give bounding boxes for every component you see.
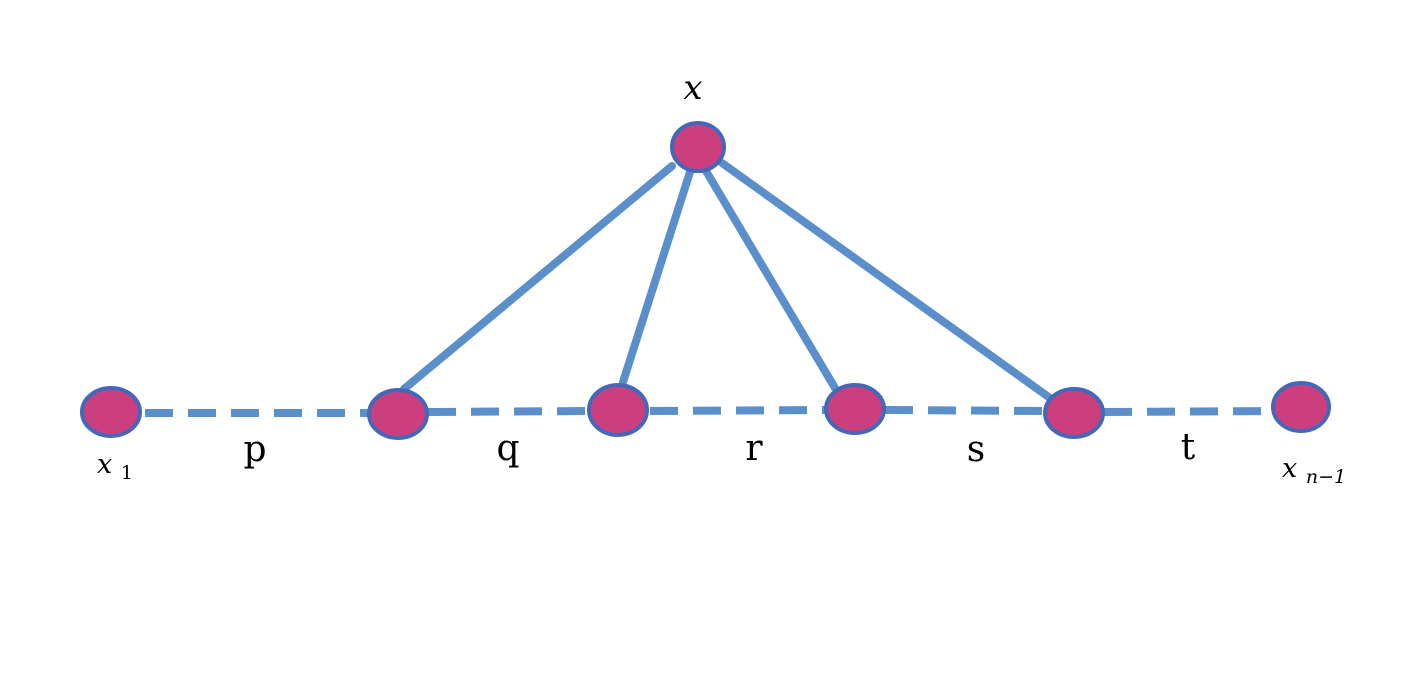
spoke-edges xyxy=(400,159,1054,402)
node-xn-1 xyxy=(1271,381,1331,433)
start-vertex-label-sub: 1 xyxy=(121,462,133,484)
path-edge-t xyxy=(1103,407,1273,416)
end-vertex-label: x n−1 xyxy=(1282,453,1346,488)
segment-label-p: p xyxy=(243,429,266,470)
path-edge-q xyxy=(427,407,589,416)
spoke-edge-3 xyxy=(702,167,839,392)
spoke-edge-4 xyxy=(718,159,1054,402)
node-path-1 xyxy=(367,388,429,440)
labels: x x 1 x n−1 p q r s t xyxy=(97,68,1346,488)
start-vertex-label: x 1 xyxy=(97,449,133,484)
start-vertex-label-base: x xyxy=(97,449,112,480)
node-x1 xyxy=(80,386,142,438)
end-vertex-label-base: x xyxy=(1282,453,1297,484)
node-path-4 xyxy=(1043,387,1105,439)
node-path-2 xyxy=(587,383,649,437)
spoke-edge-1 xyxy=(400,162,676,393)
path-edge-r xyxy=(649,406,827,415)
segment-label-q: q xyxy=(496,428,519,469)
node-path-3 xyxy=(824,383,886,435)
segment-label-s: s xyxy=(967,429,985,470)
segment-label-r: r xyxy=(745,428,763,469)
segment-label-t: t xyxy=(1181,427,1196,468)
path-edges xyxy=(145,406,1273,417)
path-edge-s xyxy=(884,406,1045,415)
top-vertex-label: x xyxy=(683,68,702,108)
spoke-edge-2 xyxy=(619,168,694,386)
node-x xyxy=(670,121,726,173)
end-vertex-label-sub: n−1 xyxy=(1306,466,1346,488)
nodes xyxy=(80,121,1331,440)
